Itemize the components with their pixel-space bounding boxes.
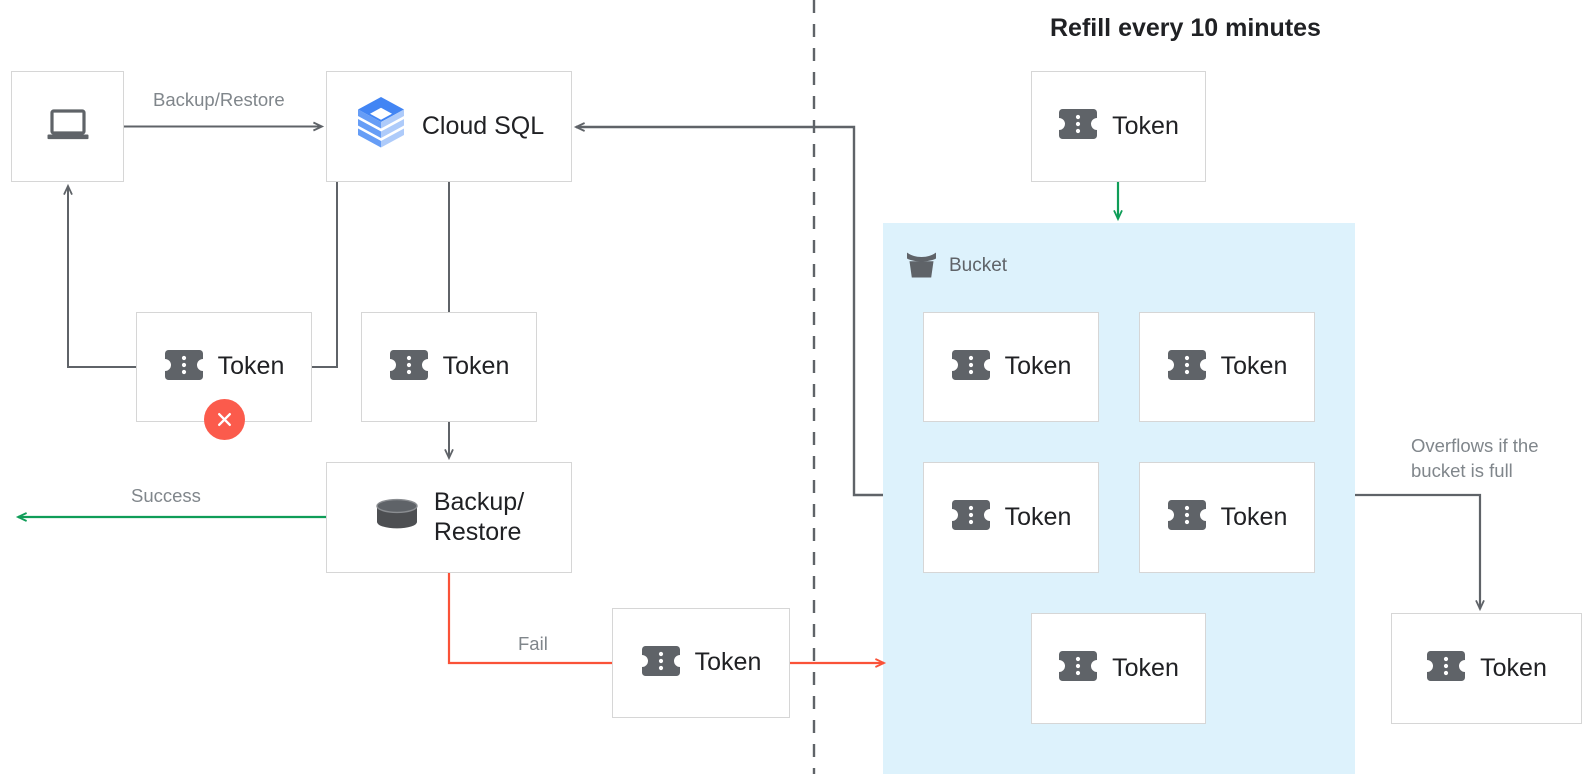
wire-bucket-to-cloudsql xyxy=(573,122,883,497)
close-icon xyxy=(218,413,231,426)
token-icon xyxy=(641,644,681,683)
wire-cloudsql-to-token-failed xyxy=(312,182,338,368)
node-token-bucket-2[interactable]: Token xyxy=(1139,312,1315,422)
node-label-token-request: Token xyxy=(442,352,510,381)
node-client[interactable] xyxy=(11,71,124,182)
edge-label-backup-restore: Backup/Restore xyxy=(153,89,285,110)
node-token-bucket-4[interactable]: Token xyxy=(1139,462,1315,573)
node-token-fail-out[interactable]: Token xyxy=(612,608,790,718)
node-label-cloud-sql: Cloud SQL xyxy=(421,111,545,140)
token-icon xyxy=(164,348,204,387)
edge-label-fail: Fail xyxy=(518,633,548,654)
database-icon xyxy=(374,496,420,539)
node-label-token-refill: Token xyxy=(1112,111,1179,140)
node-label-token-bucket-2: Token xyxy=(1220,352,1288,381)
node-label-token-bucket-1: Token xyxy=(1004,352,1072,381)
node-label-token-bucket-3: Token xyxy=(1004,502,1072,531)
laptop-icon xyxy=(46,106,90,147)
node-token-bucket-3[interactable]: Token xyxy=(923,462,1099,573)
node-token-bucket-5[interactable]: Token xyxy=(1031,613,1206,724)
node-label-token-fail-out: Token xyxy=(694,648,762,677)
bucket-label-group: Bucket xyxy=(905,248,1007,284)
edge-label-success: Success xyxy=(131,485,201,506)
node-label-token-overflow: Token xyxy=(1480,653,1547,682)
node-label-token-bucket-5: Token xyxy=(1112,653,1179,682)
node-backup-restore[interactable]: Backup/ Restore xyxy=(326,462,572,573)
token-icon xyxy=(1058,649,1098,688)
node-cloud-sql[interactable]: Cloud SQL xyxy=(326,71,572,182)
node-token-bucket-1[interactable]: Token xyxy=(923,312,1099,422)
wire-bucket-overflow xyxy=(1355,493,1485,612)
wire-token-failed-to-client xyxy=(63,183,136,368)
status-badge-error xyxy=(204,399,245,440)
token-icon xyxy=(1426,649,1466,688)
page-title: Refill every 10 minutes xyxy=(1050,14,1321,42)
node-label-token-failed: Token xyxy=(217,352,285,381)
bucket-icon xyxy=(905,248,938,284)
token-icon xyxy=(1058,107,1098,146)
node-label-backup-restore: Backup/ Restore xyxy=(433,488,525,546)
edge-label-overflow: Overflows if the bucket is full xyxy=(1411,435,1539,481)
node-token-request[interactable]: Token xyxy=(361,312,537,422)
node-token-refill[interactable]: Token xyxy=(1031,71,1206,182)
bucket-label-text: Bucket xyxy=(949,255,1008,276)
token-icon xyxy=(951,348,991,387)
token-icon xyxy=(389,348,429,387)
cloud-sql-icon xyxy=(354,95,408,158)
node-label-token-bucket-4: Token xyxy=(1220,502,1288,531)
node-token-overflow[interactable]: Token xyxy=(1391,613,1582,724)
token-icon xyxy=(1167,498,1207,537)
token-icon xyxy=(951,498,991,537)
token-icon xyxy=(1167,348,1207,387)
